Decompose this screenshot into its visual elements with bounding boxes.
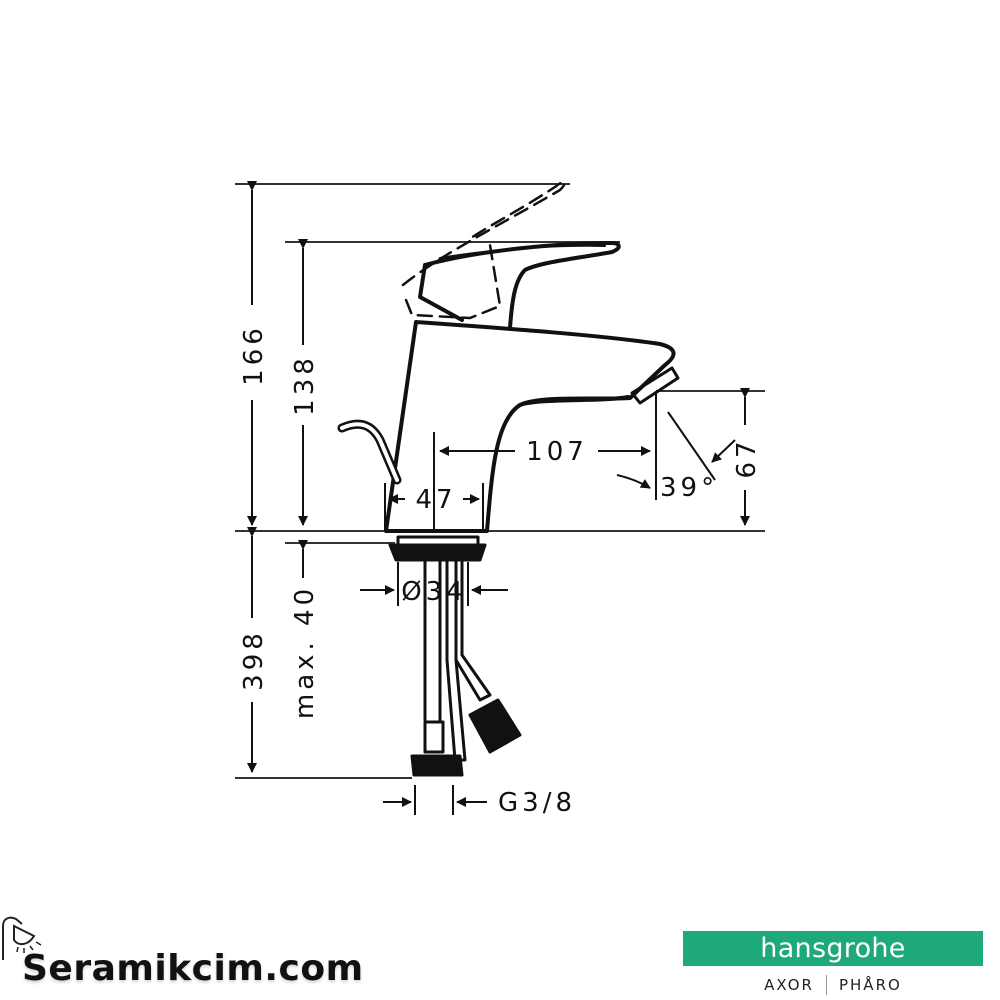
dimension-diameter34-label: Ø34 (401, 577, 467, 607)
dimension-67-label: 67 (732, 437, 762, 478)
brand-logo[interactable]: hansgrohe AXOR PHÅRO (683, 931, 983, 995)
brand-bar: hansgrohe (683, 931, 983, 966)
dimension-spout-projection: 107 (433, 391, 657, 530)
dimension-138-label: 138 (290, 354, 320, 416)
retailer-name: Seramikcim.com (22, 948, 364, 989)
dimension-107-label: 107 (526, 437, 588, 467)
shower-head-icon (2, 916, 42, 960)
sub-brand-divider (825, 975, 827, 995)
retailer-logo[interactable]: Seramikcim.com (0, 912, 363, 992)
dimension-47-label: 47 (415, 485, 456, 515)
dimension-base-width: 47 (384, 483, 484, 530)
faucet-body (337, 180, 680, 777)
dimension-hose-length: 398 (239, 527, 269, 773)
brand-name: hansgrohe (760, 933, 906, 964)
sub-brand-pharo: PHÅRO (838, 976, 902, 994)
dimension-398-label: 398 (239, 629, 269, 691)
dimension-hole-diameter: Ø34 (360, 562, 508, 607)
dimension-max40-label: max. 40 (290, 585, 320, 719)
dimension-166-label: 166 (239, 324, 269, 386)
dimension-spout-angle: 39° (616, 411, 736, 503)
dimension-thread: G3/8 (383, 785, 576, 818)
sub-brand-axor: AXOR (764, 976, 814, 994)
dimension-g38-label: G3/8 (498, 788, 576, 818)
dimension-max-countertop: max. 40 (290, 540, 320, 719)
dimension-spout-height: 67 (732, 388, 762, 526)
dimension-closed-height: 138 (290, 239, 320, 526)
sub-brands: AXOR PHÅRO (683, 975, 983, 995)
reference-lines (235, 183, 765, 779)
dimension-39deg-label: 39° (660, 473, 718, 503)
dimension-total-height: 166 (239, 181, 269, 526)
